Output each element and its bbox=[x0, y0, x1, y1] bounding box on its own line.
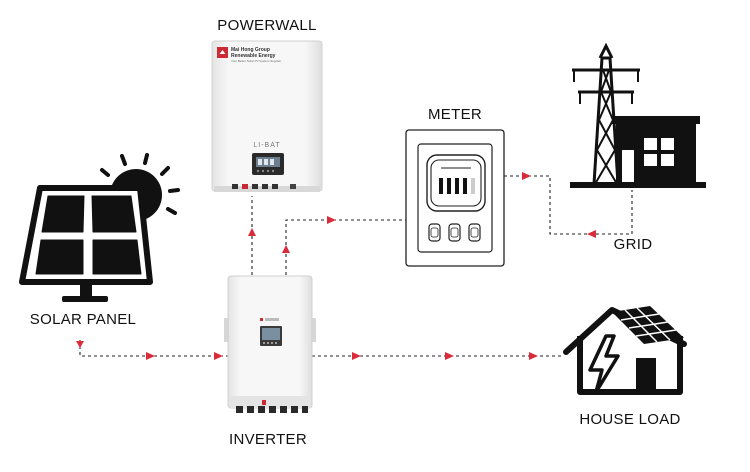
flow-inverter-to-meter bbox=[285, 219, 406, 275]
arrow-right-grid bbox=[522, 172, 531, 180]
label-solar-panel: SOLAR PANEL bbox=[30, 311, 136, 328]
label-inverter: INVERTER bbox=[229, 431, 307, 448]
arrow-right-meter bbox=[327, 216, 336, 224]
arrow-right-5 bbox=[529, 352, 538, 360]
battery-model: LI-BAT bbox=[253, 142, 280, 149]
arrow-right-2 bbox=[214, 352, 223, 360]
arrow-down-solar bbox=[76, 341, 84, 348]
battery-display bbox=[252, 153, 284, 175]
arrow-right-4 bbox=[445, 352, 454, 360]
arrow-left-grid bbox=[587, 230, 596, 238]
arrow-up-inverter-meter bbox=[282, 245, 290, 253]
battery-brand-tagline: Your Better Solar PV System Supplier bbox=[231, 59, 281, 63]
powerwall-battery: Mai Hong Group Renewable Energy Your Bet… bbox=[211, 40, 323, 192]
label-grid: GRID bbox=[614, 236, 653, 253]
label-powerwall: POWERWALL bbox=[217, 17, 316, 34]
arrow-up-battery bbox=[248, 228, 256, 236]
meter-device bbox=[405, 129, 505, 267]
arrow-right-3 bbox=[352, 352, 361, 360]
flow-solar-to-inverter bbox=[79, 340, 228, 357]
battery-brand-line1: Mai Hong Group bbox=[231, 47, 270, 53]
flow-meter-to-grid bbox=[504, 175, 633, 235]
label-house-load: HOUSE LOAD bbox=[579, 411, 680, 428]
solar-panel-sun-icon bbox=[19, 153, 180, 302]
inverter-device bbox=[224, 275, 316, 413]
inverter-connectors bbox=[236, 400, 308, 413]
inverter-display bbox=[260, 326, 282, 346]
battery-brand-line2: Renewable Energy bbox=[231, 53, 276, 59]
arrow-right-1 bbox=[146, 352, 155, 360]
flow-arrows bbox=[76, 172, 596, 360]
flow-lines bbox=[79, 175, 633, 357]
battery-logo bbox=[217, 47, 228, 58]
battery-terminals bbox=[232, 184, 296, 189]
transmission-tower-building-icon bbox=[570, 42, 706, 188]
house-solar-roof-bolt-icon bbox=[563, 306, 687, 395]
label-meter: METER bbox=[428, 106, 482, 123]
